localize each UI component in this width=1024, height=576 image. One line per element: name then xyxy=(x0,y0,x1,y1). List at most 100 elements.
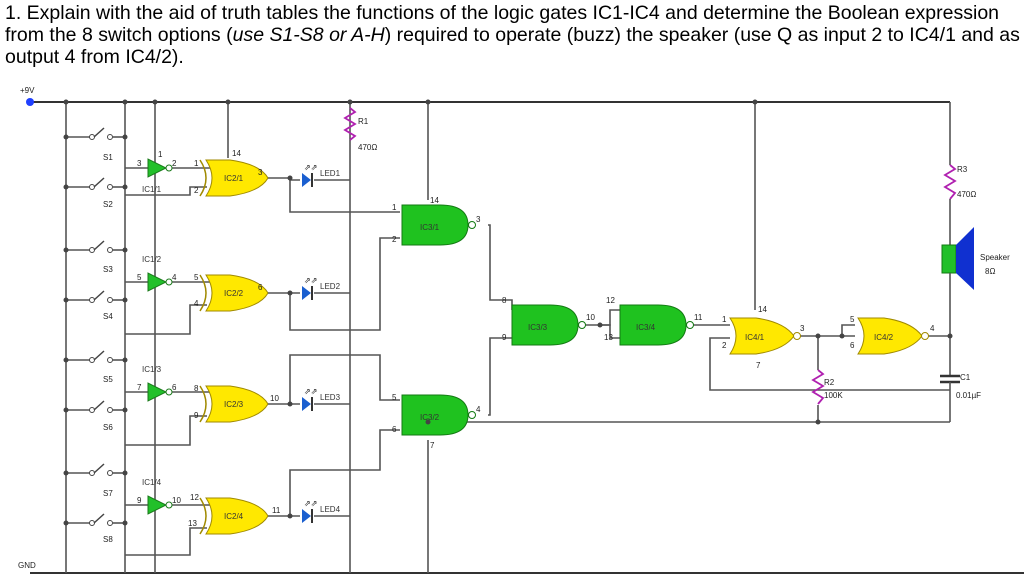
resistor-r2: R2 100K xyxy=(811,369,843,405)
light-rays-icon: ⇗⇗ xyxy=(304,163,317,172)
led-4: ⇗⇗ LED4 xyxy=(302,499,341,523)
led-label-2: LED2 xyxy=(320,282,341,291)
pin: 10 xyxy=(270,394,279,403)
pin: 2 xyxy=(392,235,397,244)
capacitor-c1: C1 0.01µF xyxy=(818,373,981,423)
nor-gate-ic4-1: IC4/1 1 2 14 7 3 xyxy=(722,305,805,370)
switch-s1: S1 xyxy=(66,127,125,162)
speaker-name: Speaker xyxy=(980,253,1010,262)
pin: 4 xyxy=(194,299,199,308)
nand-gate-ic3-4: IC3/4 12 13 11 xyxy=(604,296,703,346)
inverter-ic1-1: IC1/1 3 1 2 xyxy=(137,150,177,194)
nor-label-1: IC4/1 xyxy=(745,333,765,342)
pin: 14 xyxy=(430,196,439,205)
light-rays-icon: ⇗⇗ xyxy=(304,276,317,285)
inverter-label-3: IC1/3 xyxy=(142,365,162,374)
question-text: 1. Explain with the aid of truth tables … xyxy=(5,2,1020,68)
nand-label-3: IC3/3 xyxy=(528,323,548,332)
led-label-3: LED3 xyxy=(320,393,341,402)
pin: 11 xyxy=(272,506,281,515)
switch-s3: S3 xyxy=(66,240,125,274)
ground-rail: GND xyxy=(18,561,1024,574)
pin: 9 xyxy=(194,411,199,420)
speaker: Speaker 8Ω xyxy=(941,227,1010,376)
led-wiring xyxy=(268,177,400,517)
switch-label-s5: S5 xyxy=(103,375,113,384)
pin: 9 xyxy=(502,333,507,342)
ground-label: GND xyxy=(18,561,36,570)
nand-gate-ic3-2: IC3/2 5 6 7 4 xyxy=(392,393,481,450)
led-label-4: LED4 xyxy=(320,505,341,514)
r2-value: 100K xyxy=(824,391,843,400)
pin: 9 xyxy=(137,496,142,505)
pin: 6 xyxy=(392,425,397,434)
pin: 14 xyxy=(232,149,241,158)
input-wiring xyxy=(125,150,229,556)
r2-name: R2 xyxy=(824,378,835,387)
led-1: ⇗⇗ LED1 xyxy=(302,163,341,187)
xor-gate-ic2-3: IC2/3 8 9 10 xyxy=(194,384,279,423)
switch-s6: S6 xyxy=(66,400,125,432)
xor-gate-ic2-4: IC2/4 12 13 11 xyxy=(188,493,281,535)
pin: 6 xyxy=(850,341,855,350)
pin: 4 xyxy=(172,273,177,282)
resistor-r3: R3 470Ω xyxy=(943,164,976,245)
switch-label-s1: S1 xyxy=(103,153,113,162)
nand-gate-ic3-1: IC3/1 1 2 14 3 xyxy=(392,196,481,246)
xor-gate-ic2-2: IC2/2 5 4 6 xyxy=(194,273,269,312)
switch-s8: S8 xyxy=(66,513,125,544)
switch-label-s4: S4 xyxy=(103,312,113,321)
pin: 1 xyxy=(392,203,397,212)
pin: 4 xyxy=(930,324,935,333)
pin: 8 xyxy=(502,296,507,305)
pin: 6 xyxy=(172,383,177,392)
xor-gate-ic2-1: IC2/1 1 2 14 3 xyxy=(194,149,269,197)
pin: 5 xyxy=(194,273,199,282)
pin: 11 xyxy=(694,313,703,322)
inverter-label-2: IC1/2 xyxy=(142,255,162,264)
pin: 5 xyxy=(392,393,397,402)
pin: 8 xyxy=(194,384,199,393)
light-rays-icon: ⇗⇗ xyxy=(304,387,317,396)
switch-label-s8: S8 xyxy=(103,535,113,544)
switch-s7: S7 xyxy=(66,463,125,498)
switch-label-s2: S2 xyxy=(103,200,113,209)
nor-gate-ic4-2: IC4/2 5 6 4 xyxy=(850,315,935,355)
xor-label-1: IC2/1 xyxy=(224,174,244,183)
junction-dots xyxy=(63,99,953,526)
light-rays-icon: ⇗⇗ xyxy=(304,499,317,508)
question-italic: use S1-S8 or A-H xyxy=(232,24,385,46)
switch-buses xyxy=(65,102,951,573)
pin: 12 xyxy=(606,296,615,305)
nand-gate-ic3-3: IC3/3 8 9 10 xyxy=(502,296,595,346)
question-part-2: ) required to operate (buzz) the speaker… xyxy=(5,24,1020,68)
pin: 1 xyxy=(194,159,199,168)
pin: 10 xyxy=(172,496,181,505)
r3-value: 470Ω xyxy=(957,190,976,199)
pin: 2 xyxy=(722,341,727,350)
c1-value: 0.01µF xyxy=(956,391,981,400)
nor-label-2: IC4/2 xyxy=(874,333,894,342)
pin: 3 xyxy=(476,215,481,224)
pin: 3 xyxy=(800,324,805,333)
c1-name: C1 xyxy=(960,373,971,382)
pin: 5 xyxy=(137,273,142,282)
xor-label-3: IC2/3 xyxy=(224,400,244,409)
inverter-ic1-3: IC1/3 7 6 xyxy=(137,365,177,402)
led-2: ⇗⇗ LED2 xyxy=(302,276,341,300)
nand-label-4: IC3/4 xyxy=(636,323,656,332)
led-3: ⇗⇗ LED3 xyxy=(302,387,341,411)
switch-label-s6: S6 xyxy=(103,423,113,432)
pin: 5 xyxy=(850,315,855,324)
pin: 7 xyxy=(137,383,142,392)
xor-label-4: IC2/4 xyxy=(224,512,244,521)
pin: 1 xyxy=(722,315,727,324)
pin: 12 xyxy=(190,493,199,502)
r3-name: R3 xyxy=(957,165,968,174)
pin: 3 xyxy=(137,159,142,168)
switch-s4: S4 xyxy=(66,290,125,321)
r1-name: R1 xyxy=(358,117,369,126)
pin: 7 xyxy=(430,441,435,450)
supply-rail: +9V xyxy=(20,86,950,106)
led-label-1: LED1 xyxy=(320,169,341,178)
